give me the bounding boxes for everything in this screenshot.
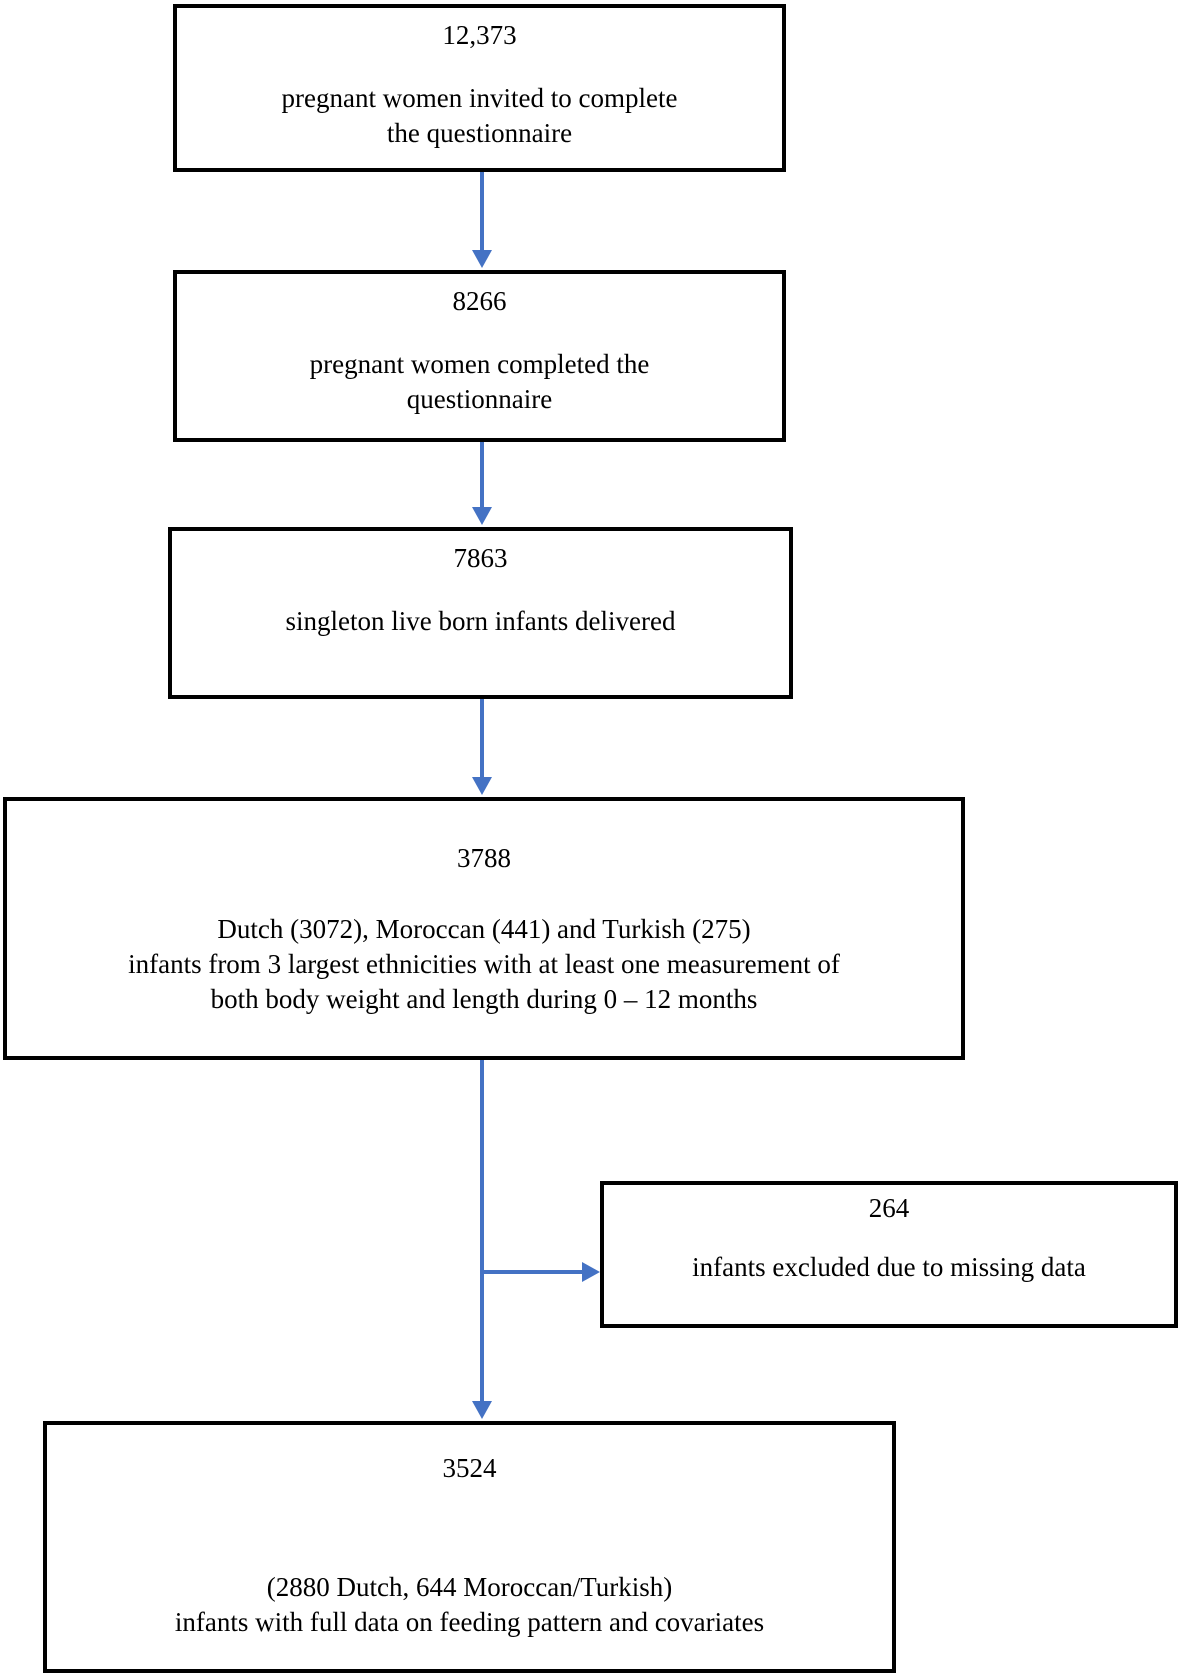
box-measured: 3788 Dutch (3072), Moroccan (441) and Tu… — [3, 797, 965, 1060]
arrow-down-head-icon — [472, 777, 492, 795]
arrow-down-head-icon — [472, 507, 492, 525]
flow-arrow-2 — [480, 442, 484, 507]
box-invited-count: 12,373 — [442, 20, 517, 50]
box-singleton-count: 7863 — [453, 543, 508, 573]
box-completed: 8266 pregnant women completed the questi… — [173, 270, 786, 442]
flow-arrow-4 — [480, 1060, 484, 1401]
box-completed-count: 8266 — [452, 286, 507, 316]
box-excluded-count: 264 — [868, 1193, 910, 1223]
box-singleton-label-line: singleton live born infants delivered — [285, 606, 676, 636]
box-completed-label-line: questionnaire — [406, 384, 553, 414]
box-measured-label: Dutch (3072), Moroccan (441) and Turkish… — [7, 912, 961, 1017]
box-measured-label-line: Dutch (3072), Moroccan (441) and Turkish… — [217, 914, 751, 944]
box-final-label-line: (2880 Dutch, 644 Moroccan/Turkish) — [266, 1572, 673, 1602]
arrow-down-head-icon — [472, 1401, 492, 1419]
box-invited: 12,373 pregnant women invited to complet… — [173, 4, 786, 172]
box-singleton-label: singleton live born infants delivered — [172, 604, 789, 639]
box-measured-label-line: infants from 3 largest ethnicities with … — [128, 949, 840, 979]
box-measured-count: 3788 — [457, 843, 511, 873]
box-excluded-label-line: infants excluded due to missing data — [692, 1252, 1086, 1282]
box-final: 3524 (2880 Dutch, 644 Moroccan/Turkish) … — [43, 1421, 896, 1673]
flow-arrow-3 — [480, 699, 484, 777]
box-excluded: 264 infants excluded due to missing data — [600, 1181, 1178, 1328]
flow-arrow-1 — [480, 172, 484, 250]
box-excluded-label: infants excluded due to missing data — [604, 1250, 1174, 1285]
box-completed-label: pregnant women completed the questionnai… — [177, 347, 782, 417]
box-final-label-line: infants with full data on feeding patter… — [174, 1607, 765, 1637]
arrow-down-head-icon — [472, 250, 492, 268]
box-final-label: (2880 Dutch, 644 Moroccan/Turkish) infan… — [47, 1570, 892, 1640]
box-completed-label-line: pregnant women completed the — [309, 349, 650, 379]
exclusion-branch-arrow — [482, 1270, 582, 1274]
box-invited-label-line: the questionnaire — [386, 118, 573, 148]
box-invited-label-line: pregnant women invited to complete — [281, 83, 678, 113]
box-measured-label-line: both body weight and length during 0 – 1… — [210, 984, 758, 1014]
box-invited-label: pregnant women invited to complete the q… — [177, 81, 782, 151]
arrow-right-head-icon — [582, 1262, 600, 1282]
box-final-count: 3524 — [442, 1453, 497, 1483]
box-singleton: 7863 singleton live born infants deliver… — [168, 527, 793, 699]
